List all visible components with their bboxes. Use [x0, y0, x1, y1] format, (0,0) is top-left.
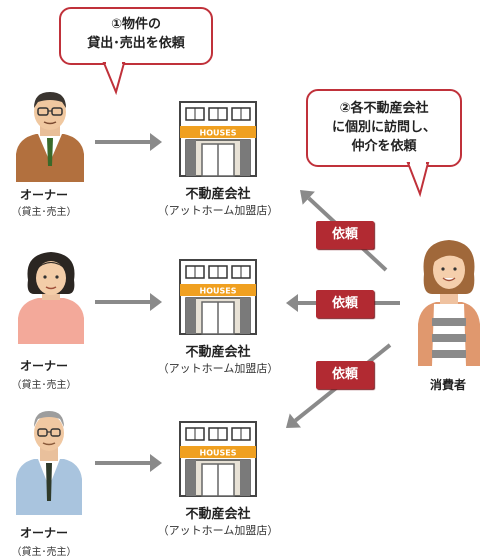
owner-1-arrow-head [150, 133, 162, 151]
shop-2-sub: （アットホーム加盟店） [157, 362, 279, 375]
owner-1-label: オーナー [19, 188, 68, 202]
owner-3-illustration [16, 411, 82, 515]
consumer-bubble-line3: 仲介を依頼 [351, 139, 417, 154]
consumer-bubble-line2: に個別に訪問し、 [331, 120, 436, 135]
shop-2-name: 不動産会社 [185, 345, 251, 360]
owner-3-label: オーナー [19, 526, 68, 540]
owner-2-arrow-head [150, 293, 162, 311]
owner-2-illustration [18, 252, 84, 344]
owner-1-illustration [16, 92, 84, 182]
request-tag-3: 依頼 [316, 361, 374, 389]
owner-bubble-line2: 貸出･売出を依頼 [87, 36, 185, 51]
request-tag-2: 依頼 [316, 290, 374, 318]
owner-1-sub: （貸主･売主） [11, 207, 77, 218]
shop-building-3: HOUSES [179, 421, 257, 497]
owner-2-sub: （貸主･売主） [11, 380, 77, 391]
consumer-arrow-2-head [286, 294, 298, 312]
shop-3-name: 不動産会社 [185, 507, 251, 522]
request-tag-1: 依頼 [316, 221, 374, 249]
consumer-label: 消費者 [429, 378, 466, 392]
shop-sign-text: HOUSES [200, 129, 237, 138]
consumer-arrow-1-head [300, 190, 315, 205]
consumer-arrow-3-head [286, 413, 301, 428]
consumer-illustration [418, 240, 480, 366]
consumer-request-bubble: ②各不動産会社 に個別に訪問し、 仲介を依頼 [306, 89, 462, 167]
shop-building-1: HOUSES [179, 101, 257, 177]
shop-3-sub: （アットホーム加盟店） [157, 524, 279, 537]
owner-3-sub: （貸主･売主） [11, 547, 77, 558]
owner-bubble-line1: ①物件の [110, 17, 161, 32]
shop-1-sub: （アットホーム加盟店） [157, 204, 279, 217]
shop-sign-text: HOUSES [200, 287, 237, 296]
shop-building-2: HOUSES [179, 259, 257, 335]
shop-1-name: 不動産会社 [185, 187, 251, 202]
owner-2-label: オーナー [19, 359, 68, 373]
shop-sign-text: HOUSES [200, 449, 237, 458]
consumer-bubble-line1: ②各不動産会社 [339, 101, 429, 116]
owner-3-arrow-head [150, 454, 162, 472]
owner-request-bubble: ①物件の 貸出･売出を依頼 [59, 7, 213, 65]
